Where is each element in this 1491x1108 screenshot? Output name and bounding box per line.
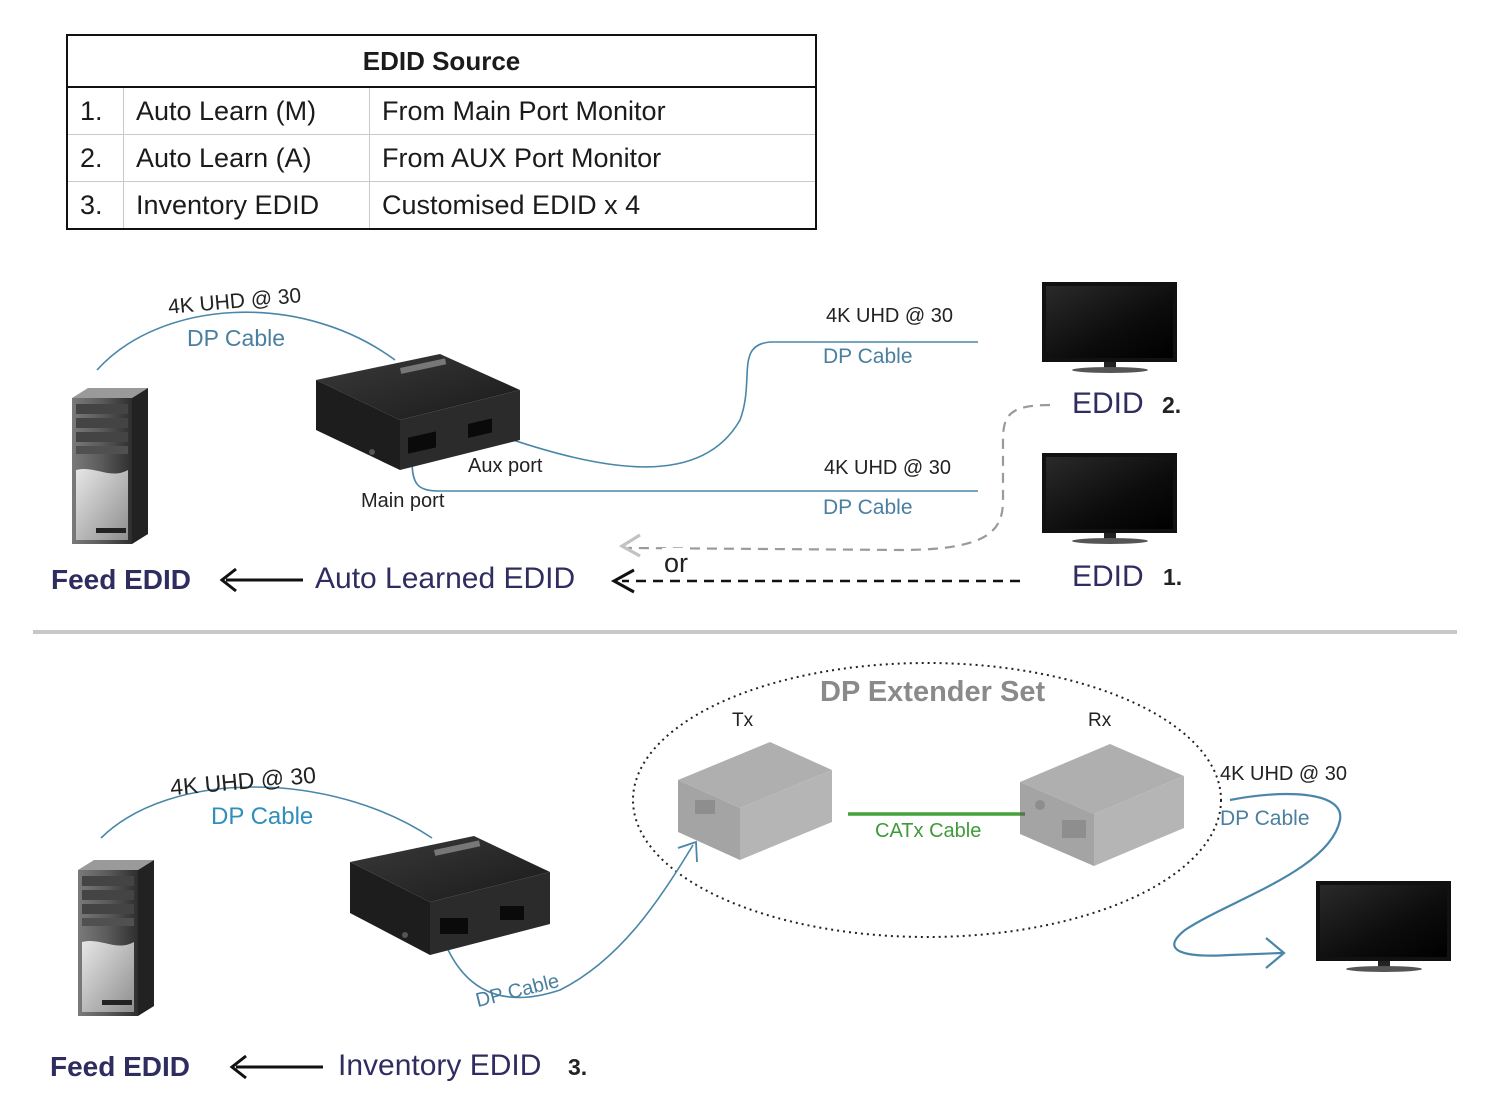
- dp-cable-aux: [497, 341, 978, 468]
- auto-learned-edid-label: Auto Learned EDID: [315, 562, 576, 595]
- monitor-2-icon: [1042, 282, 1177, 373]
- pc-tower-icon: [72, 388, 148, 544]
- edid-feeder-device-icon: [316, 354, 520, 470]
- edid-feeder-device-icon-bottom: [350, 836, 550, 955]
- cable-right-type-bottom: DP Cable: [1220, 807, 1310, 830]
- row-description: Customised EDID x 4: [369, 181, 817, 230]
- tx-arrowhead: [677, 840, 698, 863]
- grey-arrowhead: [618, 533, 641, 558]
- feed-arrowhead-bottom: [229, 1054, 247, 1080]
- row-name: Auto Learn (M): [123, 86, 370, 135]
- pc-tower-icon-bottom: [78, 860, 154, 1016]
- row-description: From AUX Port Monitor: [369, 134, 817, 182]
- row-number: 3.: [66, 181, 124, 230]
- edid-source-table: EDID Source 1. Auto Learn (M) From Main …: [66, 34, 817, 230]
- monitor-arrowhead: [1265, 937, 1286, 969]
- extender-set-outline: [632, 662, 1222, 938]
- table-row: 1. Auto Learn (M) From Main Port Monitor: [66, 86, 817, 135]
- edid-1-number: 1.: [1163, 564, 1183, 590]
- table-row: 2. Auto Learn (A) From AUX Port Monitor: [66, 134, 817, 182]
- cable-aux-type: DP Cable: [823, 345, 913, 368]
- cable-right-spec-bottom: 4K UHD @ 30: [1220, 763, 1348, 785]
- cable-left-type: DP Cable: [187, 325, 286, 351]
- monitor-1-icon: [1042, 453, 1177, 544]
- aux-port-label: Aux port: [468, 455, 543, 477]
- monitor-3-icon: [1316, 881, 1451, 972]
- tx-label: Tx: [732, 710, 754, 731]
- feed-edid-label-bottom: Feed EDID: [50, 1051, 191, 1082]
- row-name: Auto Learn (A): [123, 134, 370, 182]
- cable-left-type-bottom: DP Cable: [211, 803, 314, 830]
- dp-cable-main: [411, 459, 978, 492]
- edid-2-label: EDID: [1072, 387, 1144, 420]
- table-row: 3. Inventory EDID Customised EDID x 4: [66, 181, 817, 230]
- tx-unit-icon: [678, 742, 832, 860]
- inventory-edid-number: 3.: [568, 1054, 588, 1080]
- black-arrowhead: [610, 568, 635, 594]
- row-number: 2.: [66, 134, 124, 182]
- or-label: or: [662, 548, 691, 579]
- dp-cable-feeder-to-tx: [439, 844, 694, 999]
- row-description: From Main Port Monitor: [369, 86, 817, 135]
- cable-main-spec: 4K UHD @ 30: [824, 457, 952, 479]
- main-port-label: Main port: [361, 490, 445, 512]
- row-name: Inventory EDID: [123, 181, 370, 230]
- edid-2-dashed-path: [627, 403, 1051, 552]
- cable-aux-spec: 4K UHD @ 30: [826, 305, 954, 327]
- row-number: 1.: [66, 86, 124, 135]
- edid-2-number: 2.: [1162, 392, 1182, 418]
- inventory-edid-label: Inventory EDID: [338, 1049, 542, 1082]
- dp-cable-pc-to-feeder-bottom: [100, 786, 433, 839]
- rx-label: Rx: [1088, 710, 1112, 731]
- catx-cable-label: CATx Cable: [875, 820, 982, 842]
- rx-unit-icon: [1020, 744, 1184, 866]
- feed-edid-label: Feed EDID: [51, 564, 192, 595]
- cable-main-type: DP Cable: [823, 496, 913, 519]
- table-header: EDID Source: [66, 34, 817, 88]
- feed-arrowhead-top: [219, 567, 237, 593]
- edid-1-label: EDID: [1072, 560, 1144, 593]
- extender-set-title: DP Extender Set: [820, 676, 1046, 708]
- dp-cable-rx-to-monitor: [1173, 792, 1342, 957]
- dp-cable-pc-to-feeder: [96, 311, 396, 371]
